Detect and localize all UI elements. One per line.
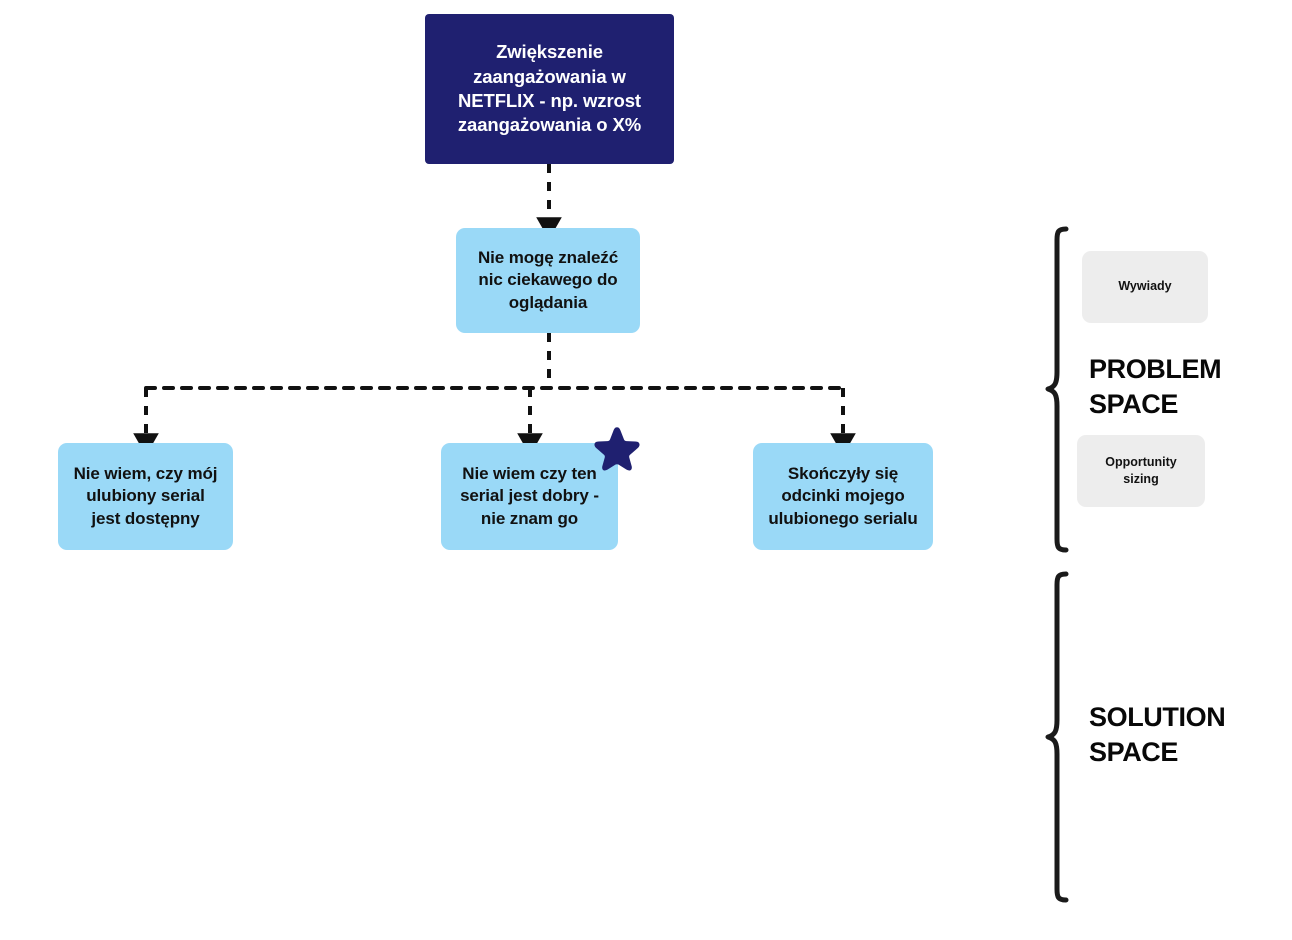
chip-wywiady[interactable]: Wywiady	[1082, 251, 1208, 323]
node-problem-episodes-finished[interactable]: Skończyły się odcinki mojego ulubionego …	[753, 443, 933, 550]
node-problem-level1[interactable]: Nie mogę znaleźć nic ciekawego do ogląda…	[456, 228, 640, 333]
star-icon[interactable]	[594, 425, 640, 471]
chip-opportunity-sizing[interactable]: Opportunity sizing	[1077, 435, 1205, 507]
brace-problem-space	[1045, 226, 1069, 553]
node-root-goal[interactable]: Zwiększenie zaangażowania w NETFLIX - np…	[425, 14, 674, 164]
rail-title-solution-space: SOLUTION SPACE	[1089, 702, 1226, 767]
node-problem-availability[interactable]: Nie wiem, czy mój ulubiony serial jest d…	[58, 443, 233, 550]
rail-title-problem-space: PROBLEM SPACE	[1089, 354, 1222, 419]
node-problem-quality[interactable]: Nie wiem czy ten serial jest dobry - nie…	[441, 443, 618, 550]
brace-solution-space	[1045, 571, 1069, 903]
